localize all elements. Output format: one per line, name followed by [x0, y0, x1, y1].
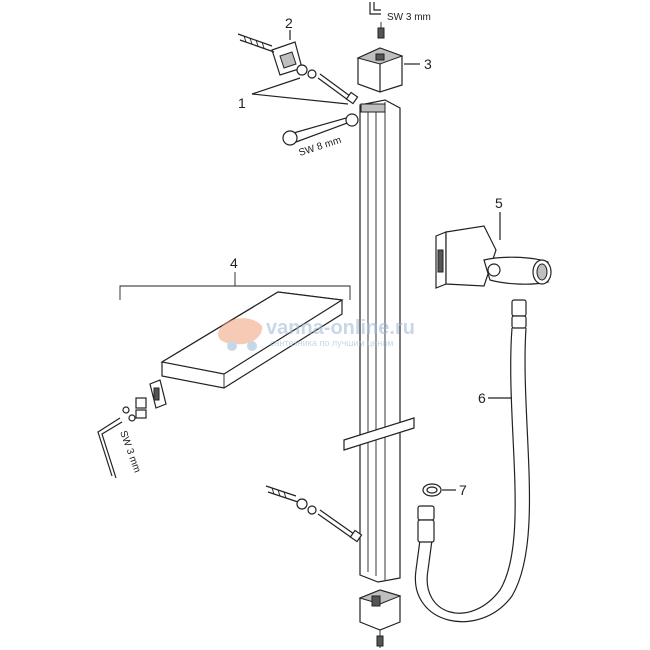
- part-label-3: 3: [424, 56, 432, 72]
- wall-plate: 2: [271, 15, 303, 76]
- part-label-2: 2: [285, 15, 293, 31]
- part-label-7: 7: [459, 482, 467, 498]
- part-label-4: 4: [230, 255, 238, 271]
- watermark: vanna-online.ru сантехника по лучшим цен…: [218, 317, 415, 351]
- shower-hose: 6: [414, 299, 531, 623]
- tool-label-sw3-top: SW 3 mm: [387, 12, 431, 23]
- screw-set-top: 1: [237, 33, 359, 111]
- allen-key-left: SW 3 mm: [97, 417, 143, 479]
- washer: 7: [422, 482, 467, 498]
- part-label-6: 6: [478, 390, 486, 406]
- watermark-logo-icon: [218, 318, 263, 351]
- slide-rail: [343, 99, 415, 583]
- wrench-sw8: SW 8 mm: [282, 113, 359, 159]
- part-label-1: 1: [238, 95, 246, 111]
- watermark-site: vanna-online.ru: [266, 317, 415, 339]
- watermark-tagline: сантехника по лучшим ценам: [270, 338, 393, 348]
- part-label-5: 5: [495, 195, 503, 211]
- allen-key-top: SW 3 mm: [369, 2, 431, 39]
- top-bracket: 3: [356, 47, 432, 93]
- shelf-bracket: [122, 379, 167, 422]
- shower-holder: 5: [435, 195, 552, 289]
- bottom-bracket: [358, 589, 402, 648]
- screw-set-bottom: [265, 485, 363, 543]
- tool-label-sw3-left: SW 3 mm: [117, 429, 142, 474]
